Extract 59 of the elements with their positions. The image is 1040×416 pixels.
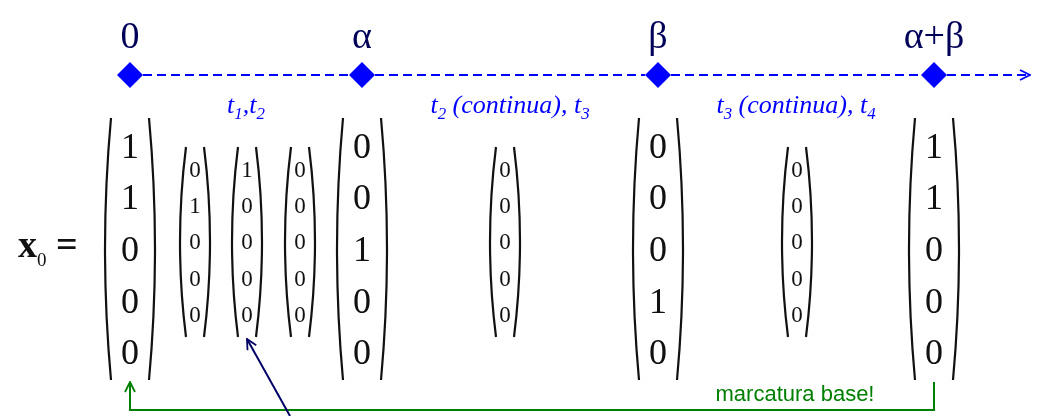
vector-entry: 1 bbox=[353, 231, 371, 267]
vector-entry: 0 bbox=[189, 157, 201, 181]
connector-line bbox=[142, 74, 350, 76]
vector-entry: 0 bbox=[294, 194, 306, 218]
vector-entry: 0 bbox=[649, 127, 667, 164]
vector-entry: 0 bbox=[791, 194, 803, 218]
vector-entry: 0 bbox=[499, 266, 511, 290]
vector-entry: 0 bbox=[353, 179, 371, 216]
arrow bbox=[246, 338, 291, 416]
arrow bbox=[946, 69, 1031, 81]
arrow bbox=[124, 381, 935, 411]
vector-entry: 0 bbox=[499, 303, 511, 327]
vector-entry: 0 bbox=[121, 231, 139, 267]
vector-entry: 0 bbox=[121, 282, 139, 319]
vector-entry: 0 bbox=[791, 303, 803, 327]
vector-entry: 1 bbox=[121, 127, 139, 164]
vector-entry: 0 bbox=[294, 230, 306, 254]
vector-entry: 0 bbox=[353, 282, 371, 319]
vector-entry: 0 bbox=[241, 230, 253, 254]
formula-label: x$_{0}$ = bbox=[18, 222, 78, 271]
vector-entry: 0 bbox=[925, 282, 943, 319]
vector-entry: 0 bbox=[353, 127, 371, 164]
vector-entry: 0 bbox=[649, 179, 667, 216]
vector-entry: 1 bbox=[925, 179, 943, 216]
time-label: 0 bbox=[120, 16, 140, 54]
vector-entry: 0 bbox=[649, 334, 667, 371]
vector-entry: 1 bbox=[649, 282, 667, 319]
vector-entry: 0 bbox=[121, 334, 139, 371]
vector-entry: 0 bbox=[353, 334, 371, 371]
vector-entry: 0 bbox=[791, 230, 803, 254]
vector-entry: 0 bbox=[189, 303, 201, 327]
time-label: α bbox=[352, 16, 372, 54]
vector-entry: 0 bbox=[241, 194, 253, 218]
vector-entry: 1 bbox=[189, 194, 201, 218]
vector-entry: 1 bbox=[241, 157, 253, 181]
vector-entry: 0 bbox=[499, 157, 511, 181]
time-label: α+β bbox=[903, 16, 965, 54]
vector-entry: 0 bbox=[241, 303, 253, 327]
time-label: β bbox=[648, 16, 668, 54]
vector-entry: 1 bbox=[121, 179, 139, 216]
edge-label: marcatura base! bbox=[715, 383, 875, 405]
vector-entry: 0 bbox=[294, 303, 306, 327]
vector-entry: 0 bbox=[189, 230, 201, 254]
vector-entry: 0 bbox=[241, 266, 253, 290]
edge-label: t$_{3}$ (continua), t$_{4}$ bbox=[716, 92, 876, 124]
connector-line bbox=[374, 74, 646, 76]
vector-entry: 1 bbox=[925, 127, 943, 164]
edge-label: t$_{2}$ (continua), t$_{3}$ bbox=[430, 92, 590, 124]
vector-entry: 0 bbox=[791, 266, 803, 290]
vector-entry: 0 bbox=[499, 230, 511, 254]
vector-entry: 0 bbox=[189, 266, 201, 290]
vector-entry: 0 bbox=[294, 157, 306, 181]
vector-entry: 0 bbox=[925, 334, 943, 371]
edge-label: t$_{1}$,t$_{2}$ bbox=[227, 92, 265, 124]
vector-entry: 0 bbox=[925, 231, 943, 267]
vector-entry: 0 bbox=[294, 266, 306, 290]
vector-entry: 0 bbox=[499, 194, 511, 218]
vector-entry: 0 bbox=[791, 157, 803, 181]
vector-entry: 0 bbox=[649, 231, 667, 267]
